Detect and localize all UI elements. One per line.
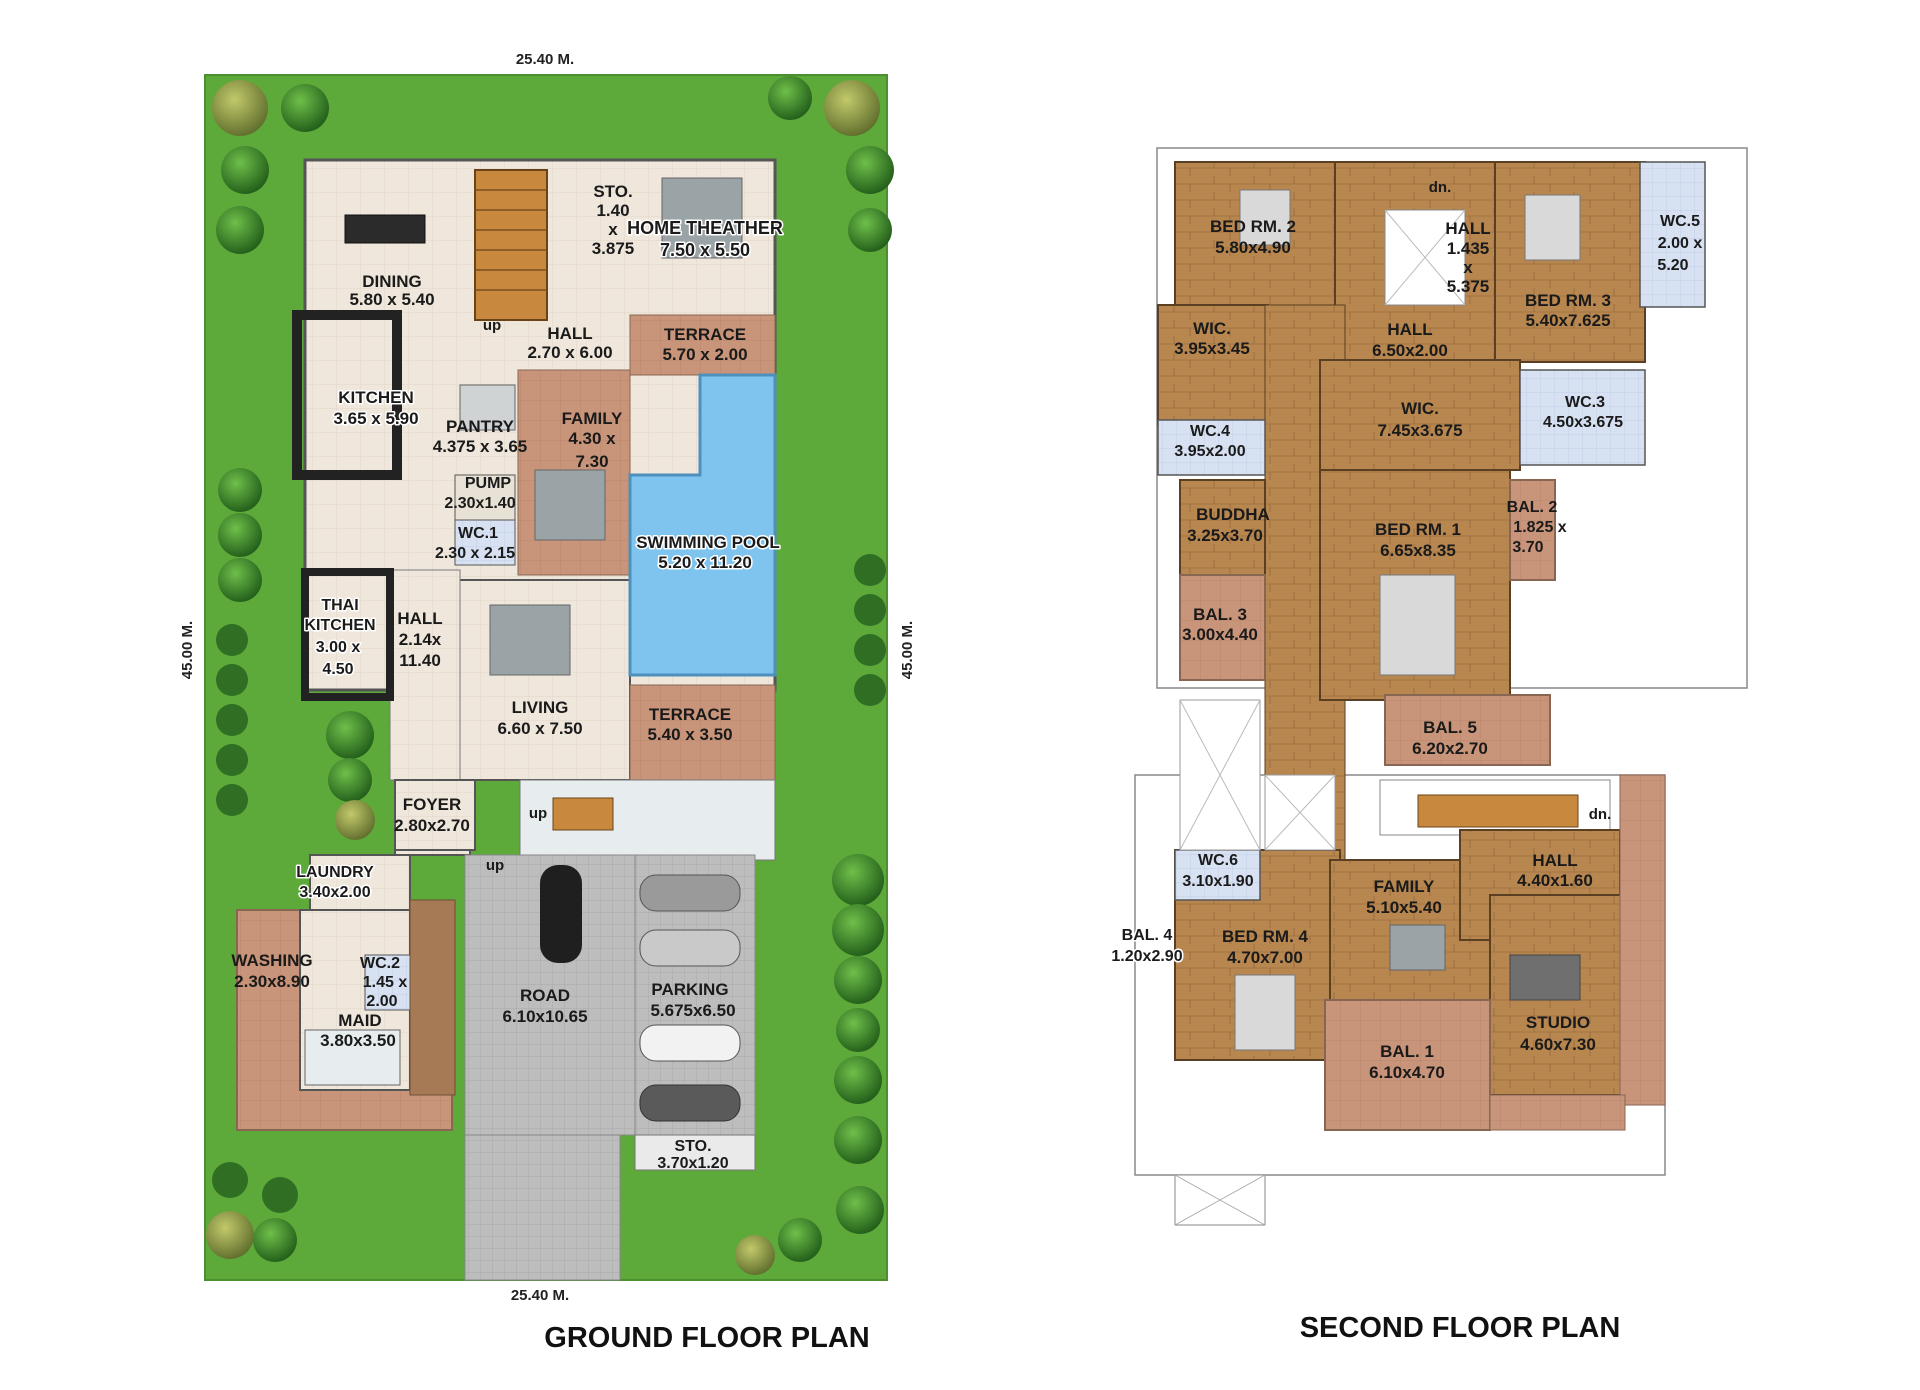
bed-icon	[1234, 189, 1581, 1051]
tree-icon	[206, 76, 894, 1275]
stair-dn-label-2: dn.	[1589, 806, 1612, 823]
ground-floor-title: GROUND FLOOR PLAN	[544, 1322, 869, 1354]
car-icon	[540, 865, 741, 1122]
stair-up-label-2: up	[529, 805, 547, 822]
dimension-depth-right: 45.00 M.	[899, 621, 916, 679]
dimension-width-top: 25.40 M.	[516, 51, 574, 68]
dining-table-icon	[344, 214, 426, 244]
room-label-wic-b: WIC.7.45x3.675	[1377, 399, 1462, 440]
room-label-sto-2: STO.3.70x1.20	[657, 1138, 728, 1172]
stair-up-label-1: up	[483, 317, 501, 334]
dimension-depth-left: 45.00 M.	[179, 621, 196, 679]
swimming-pool	[628, 373, 777, 677]
second-floor-title: SECOND FLOOR PLAN	[1300, 1312, 1621, 1344]
stair-dn-label-1: dn.	[1429, 179, 1452, 196]
dimension-width-bottom: 25.40 M.	[511, 1287, 569, 1304]
stair-up-label-3: up	[486, 857, 504, 874]
room-label-wic-a: WIC.3.95x3.45	[1174, 319, 1250, 358]
